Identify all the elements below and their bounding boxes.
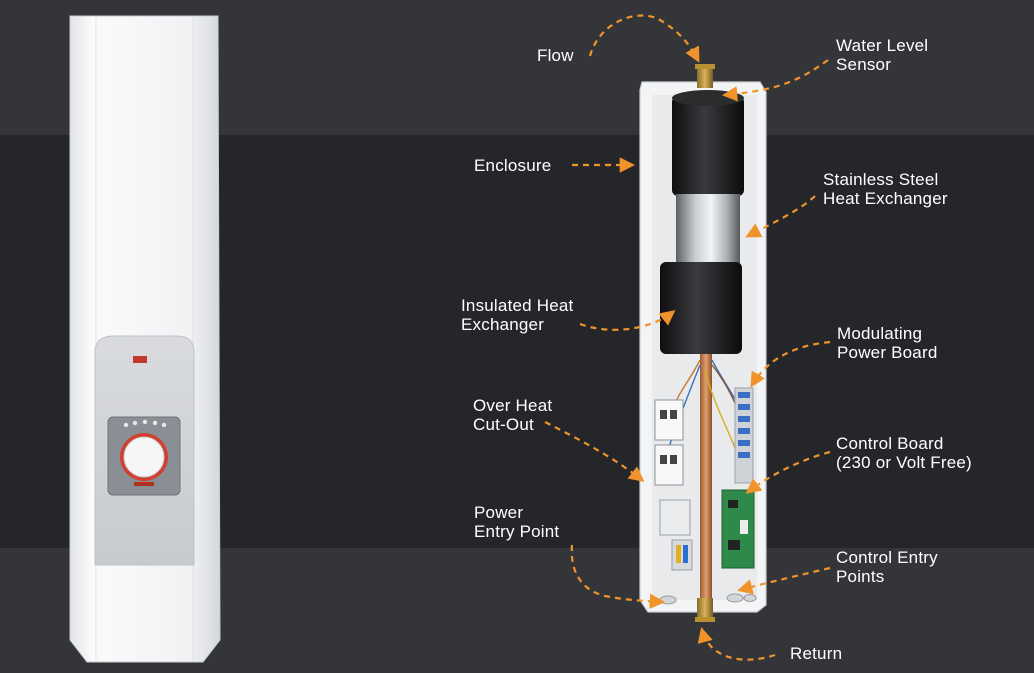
- temperature-dial: [123, 436, 165, 478]
- callout-arrow-power-entry: [570, 544, 666, 609]
- lower-insulation: [660, 262, 742, 354]
- callout-arrow-modulating-power-board: [750, 340, 831, 388]
- label-flow: Flow: [537, 46, 574, 65]
- callout-arrow-control-board: [745, 450, 831, 494]
- label-insulated-heat-exchanger: Insulated Heat Exchanger: [461, 296, 574, 334]
- power-terminals: [659, 499, 693, 571]
- callout-arrow-return: [697, 627, 776, 661]
- label-over-heat-cut-out: Over Heat Cut-Out: [473, 396, 553, 434]
- callout-arrow-water-level-sensor: [721, 59, 829, 102]
- label-control-board: Control Board (230 or Volt Free): [836, 434, 972, 472]
- label-control-entry-points: Control Entry Points: [836, 548, 938, 586]
- copper-pipe: [700, 340, 712, 610]
- power-board-terminals: [734, 387, 754, 484]
- label-stainless-steel-heat-exchanger: Stainless Steel Heat Exchanger: [823, 170, 948, 208]
- model-label: [134, 482, 154, 486]
- callout-arrow-control-entry: [737, 566, 831, 595]
- return-connector: [697, 598, 713, 620]
- upper-insulation: [672, 96, 744, 196]
- label-water-level-sensor: Water Level Sensor: [836, 36, 929, 74]
- stainless-steel-cylinder: [676, 194, 740, 264]
- indicator-lights: [123, 419, 167, 428]
- callout-arrow-flow: [588, 14, 700, 63]
- label-power-entry-point: Power Entry Point: [474, 503, 560, 541]
- callout-arrow-insulated-heat: [579, 310, 676, 331]
- flow-connector: [697, 66, 713, 88]
- open-heater-unit: [639, 64, 767, 622]
- breaker-modules: [654, 399, 684, 486]
- label-modulating-power-board: Modulating Power Board: [837, 324, 938, 362]
- closed-heater-unit: [69, 15, 221, 663]
- callout-arrows: [544, 14, 831, 661]
- callout-arrow-over-heat: [544, 421, 645, 482]
- brand-logo-badge: [133, 356, 147, 363]
- label-enclosure: Enclosure: [474, 156, 552, 175]
- label-return: Return: [790, 644, 843, 663]
- callout-arrow-stainless-steel: [745, 195, 816, 238]
